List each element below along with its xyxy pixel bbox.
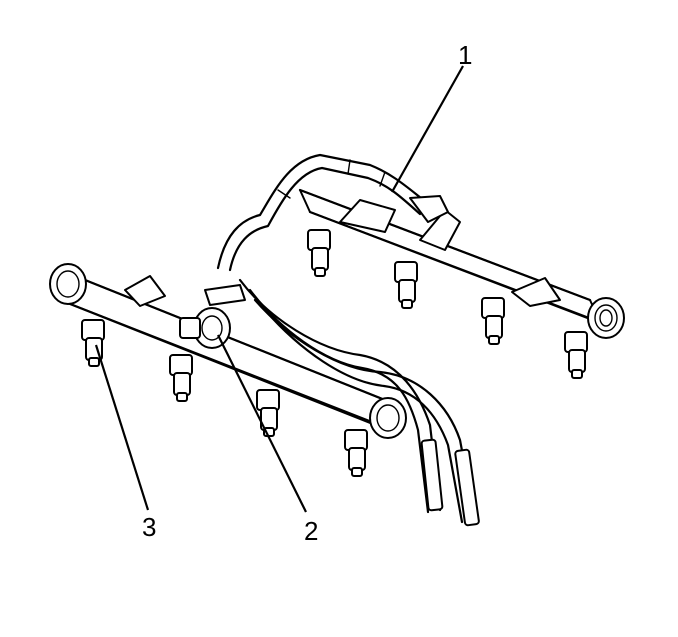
callout-1-leader <box>391 65 464 193</box>
pressure-regulator <box>179 284 246 349</box>
fuel-lines <box>238 278 480 527</box>
callout-3-label: 3 <box>142 512 156 542</box>
callout-2-label: 2 <box>304 516 318 546</box>
callout-2-leader <box>217 334 307 513</box>
front-injectors <box>81 319 368 477</box>
crossover-tube <box>216 153 449 272</box>
callout-1-label: 1 <box>458 40 472 70</box>
rear-injectors <box>307 229 588 379</box>
callout-3-leader <box>94 344 150 511</box>
rear-fuel-rail <box>298 188 625 339</box>
